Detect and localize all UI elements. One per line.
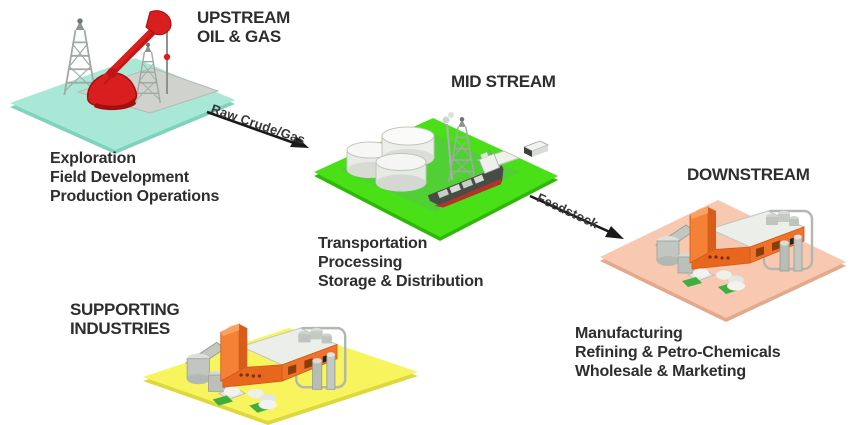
pump-jack-icon: [86, 10, 172, 111]
midstream-title: MID STREAM: [451, 72, 556, 91]
upstream-title-line2: OIL & GAS: [197, 27, 281, 46]
tanker-ship-icon: [427, 148, 504, 208]
supporting-title-line1: SUPPORTING: [70, 300, 180, 319]
activity-item: Exploration: [50, 150, 136, 167]
feedstock-arrow-icon: [529, 194, 624, 239]
downstream-title: DOWNSTREAM: [687, 165, 810, 184]
downstream-title-line1: DOWNSTREAM: [687, 165, 810, 184]
activity-item: Production Operations: [50, 188, 220, 205]
midstream-title-line1: MID STREAM: [451, 72, 556, 91]
upstream-title-line1: UPSTREAM: [197, 8, 290, 27]
derrick-icon: [63, 17, 97, 96]
activity-item: Processing: [318, 254, 403, 271]
activity-item: Transportation: [318, 235, 428, 252]
midstream-platform: [314, 112, 558, 241]
upstream-title: UPSTREAM OIL & GAS: [197, 8, 290, 46]
truck-icon: [523, 140, 549, 157]
midstream-activities: Transportation Processing Storage & Dist…: [318, 234, 484, 291]
upstream-platform: [10, 10, 235, 154]
supporting-title: SUPPORTING INDUSTRIES: [70, 300, 180, 338]
activity-item: Storage & Distribution: [318, 273, 484, 290]
activity-item: Field Development: [50, 169, 189, 186]
raw-crude-gas-arrow-icon: [206, 110, 309, 148]
activity-item: Refining & Petro-Chemicals: [575, 344, 781, 361]
activity-item: Manufacturing: [575, 325, 683, 342]
supporting-platform: [143, 322, 418, 425]
downstream-platform: [600, 200, 846, 322]
supporting-title-line2: INDUSTRIES: [70, 319, 170, 338]
downstream-activities: Manufacturing Refining & Petro-Chemicals…: [575, 324, 781, 381]
activity-item: Wholesale & Marketing: [575, 363, 746, 380]
storage-tanks-icon: [346, 126, 435, 192]
upstream-activities: Exploration Field Development Production…: [50, 149, 219, 206]
